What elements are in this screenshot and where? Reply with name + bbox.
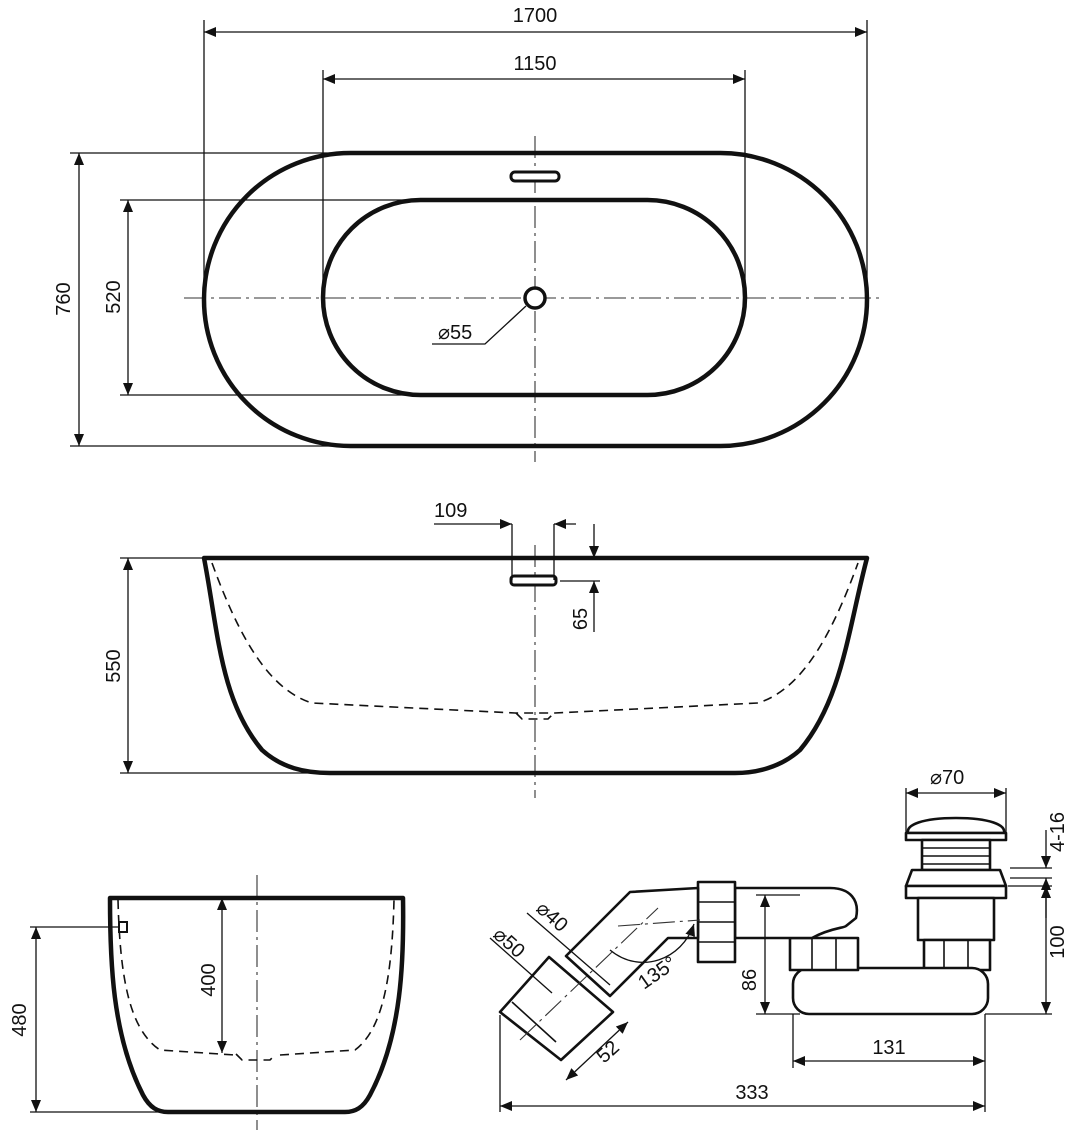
trap-length-label: 131 xyxy=(872,1037,905,1059)
body-height-label: 86 xyxy=(739,969,761,991)
overall-width-label: 760 xyxy=(53,282,75,315)
overflow-height-label: 65 xyxy=(570,608,592,630)
trap-body xyxy=(791,966,990,1016)
siphon-height-label: 100 xyxy=(1047,925,1069,958)
angled-pipe xyxy=(564,886,700,998)
outlet-length-label: 52 xyxy=(593,1036,624,1067)
side-overflow-marker xyxy=(118,921,128,933)
plug-adjust-label: 4-16 xyxy=(1047,812,1069,852)
tub-side-profile xyxy=(107,895,406,1115)
inner-width-label: 520 xyxy=(103,280,125,313)
siphon-drawing: 135° ⌀40 ⌀50 52 ⌀70 4-16 100 86 xyxy=(489,767,1069,1112)
overflow-front xyxy=(509,574,558,587)
drain-hole xyxy=(523,286,547,310)
drain-body xyxy=(916,896,996,942)
pipe-centerline-horizontal xyxy=(617,919,701,927)
drain-leader xyxy=(432,305,527,345)
drain-plug-cap xyxy=(906,816,1006,835)
overflow-outlet xyxy=(509,170,561,183)
front-height-label: 550 xyxy=(103,649,125,682)
overflow-offset-label: 109 xyxy=(434,500,467,522)
waste-diameter-label: ⌀70 xyxy=(930,767,964,789)
pipe-outer-diameter-label: ⌀50 xyxy=(489,923,529,962)
total-length-label: 333 xyxy=(735,1082,768,1104)
side-drain-hidden-line xyxy=(235,1053,277,1061)
inner-depth-label: 400 xyxy=(198,963,220,996)
tub-outer-rim xyxy=(201,150,870,449)
drain-hidden-line xyxy=(515,712,555,720)
tub-front-profile xyxy=(201,555,870,776)
top-view: ⌀55 1700 1150 760 520 xyxy=(53,5,880,462)
pipe-inner-leader xyxy=(526,912,611,986)
side-height-label: 480 xyxy=(9,1003,31,1036)
pipe-outer-leader xyxy=(489,937,553,994)
pipe-centerline xyxy=(519,907,659,1041)
inner-basin-hidden-line xyxy=(211,562,859,714)
pipe-inner-diameter-label: ⌀40 xyxy=(532,897,572,936)
drain-flange xyxy=(904,868,1008,888)
outlet-rib xyxy=(511,1001,557,1043)
flange-washer xyxy=(904,884,1008,900)
outlet-rib xyxy=(559,965,607,1007)
side-view: 480 400 xyxy=(9,875,406,1130)
overall-length-label: 1700 xyxy=(513,5,558,27)
inner-length-label: 1150 xyxy=(513,53,556,75)
side-inner-hidden-line xyxy=(117,899,395,1056)
drain-nut xyxy=(922,938,992,972)
trap-nut xyxy=(788,936,860,972)
plug-stem xyxy=(920,838,992,872)
drain-diameter-label: ⌀55 xyxy=(438,322,472,344)
dim-line-outlet-length xyxy=(565,1021,629,1081)
angle-arc xyxy=(609,923,695,964)
front-view: 109 65 550 xyxy=(103,500,870,798)
